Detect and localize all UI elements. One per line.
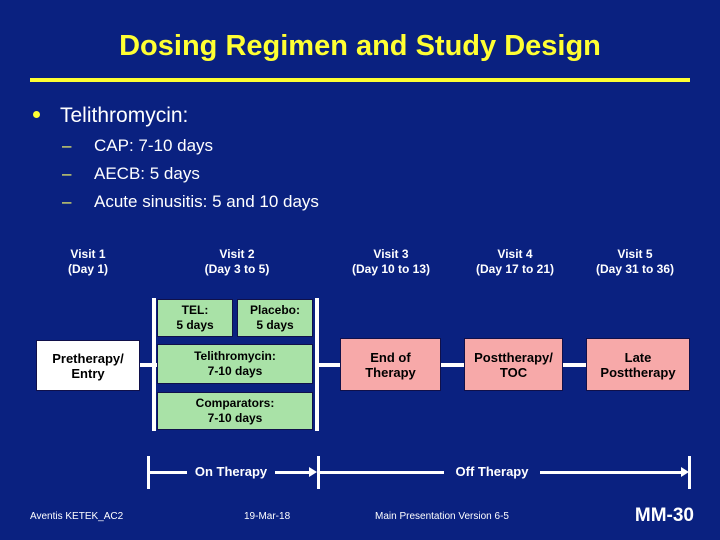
- visit-name: Visit 3: [373, 247, 409, 261]
- axis-arrow-on-therapy-icon: [309, 467, 317, 477]
- visit-header-4: Visit 4 (Day 17 to 21): [458, 247, 572, 277]
- visit-header-5: Visit 5 (Day 31 to 36): [578, 247, 692, 277]
- bullet-level2-aecb: – AECB: 5 days: [0, 161, 720, 189]
- box-line-2: Therapy: [365, 364, 416, 380]
- bullet-dot-icon: [33, 111, 40, 118]
- dash-icon: –: [62, 136, 72, 155]
- visit-day: (Day 3 to 5): [204, 262, 270, 276]
- visit-name: Visit 4: [497, 247, 533, 261]
- bullet-level2-sinusitis: – Acute sinusitis: 5 and 10 days: [0, 189, 720, 217]
- box-line-1: Late: [624, 349, 652, 365]
- bullet-level1-label: Telithromycin:: [60, 104, 189, 127]
- box-late-posttherapy[interactable]: Late Posttherapy: [586, 338, 690, 391]
- box-placebo-5-days[interactable]: Placebo: 5 days: [237, 299, 313, 337]
- visit-name: Visit 2: [219, 247, 255, 261]
- visit-day: (Day 1): [67, 262, 108, 276]
- box-line-1: Pretherapy/: [52, 350, 124, 366]
- axis-line-on-right: [275, 471, 311, 474]
- box-line-2: Entry: [71, 365, 105, 381]
- box-line-1: Telithromycin:: [194, 349, 276, 363]
- bullet-level2-label: Acute sinusitis: 5 and 10 days: [94, 192, 319, 211]
- visit-name: Visit 5: [617, 247, 653, 261]
- box-comparators-7-10-days[interactable]: Comparators: 7-10 days: [157, 392, 313, 430]
- footer-center: Main Presentation Version 6-5: [375, 511, 509, 522]
- bullet-level1: Telithromycin:: [0, 103, 720, 133]
- visit-day: (Day 10 to 13): [351, 262, 431, 276]
- box-line-1: TEL:: [181, 303, 209, 317]
- axis-tick-end: [688, 456, 691, 489]
- connector-treatment-to-eot: [315, 363, 342, 367]
- dash-icon: –: [62, 164, 72, 183]
- axis-arrow-off-therapy-icon: [681, 467, 689, 477]
- footer-page-number: MM-30: [634, 505, 694, 526]
- box-telithromycin-7-10-days[interactable]: Telithromycin: 7-10 days: [157, 344, 313, 384]
- box-line-2: 7-10 days: [207, 411, 263, 425]
- title-divider: [30, 78, 690, 82]
- connector-posttherapy-to-late: [562, 363, 588, 367]
- axis-tick-start: [147, 456, 150, 489]
- visit-day: (Day 17 to 21): [475, 262, 555, 276]
- footer-date: 19-Mar-18: [244, 511, 291, 522]
- box-line-2: TOC: [499, 364, 528, 380]
- visit-header-1: Visit 1 (Day 1): [36, 247, 140, 277]
- box-line-1: Comparators:: [195, 396, 275, 410]
- page-title: Dosing Regimen and Study Design: [119, 30, 601, 62]
- axis-label-off-therapy: Off Therapy: [455, 464, 529, 479]
- box-line-1: Posttherapy/: [474, 349, 553, 365]
- dash-icon: –: [62, 192, 72, 211]
- box-tel-5-days[interactable]: TEL: 5 days: [157, 299, 233, 337]
- bullet-level2-label: AECB: 5 days: [94, 164, 200, 183]
- connector-entry-to-treatment: [140, 363, 162, 367]
- box-line-2: 5 days: [176, 318, 214, 332]
- box-line-2: 7-10 days: [207, 364, 263, 378]
- box-posttherapy-toc[interactable]: Posttherapy/ TOC: [464, 338, 563, 391]
- connector-eot-to-posttherapy: [440, 363, 465, 367]
- visit-header-3: Visit 3 (Day 10 to 13): [334, 247, 448, 277]
- bullet-level2-cap: – CAP: 7-10 days: [0, 133, 720, 161]
- bullet-list: Telithromycin: – CAP: 7-10 days – AECB: …: [0, 103, 720, 217]
- visit-day: (Day 31 to 36): [595, 262, 675, 276]
- box-line-1: End of: [370, 349, 411, 365]
- axis-line-on-left: [149, 471, 187, 474]
- box-pretherapy-entry[interactable]: Pretherapy/ Entry: [36, 340, 140, 391]
- box-line-1: Placebo:: [249, 303, 300, 317]
- visit-header-2: Visit 2 (Day 3 to 5): [157, 247, 317, 277]
- axis-line-off-right: [540, 471, 682, 474]
- footer-left: Aventis KETEK_AC2: [30, 511, 124, 522]
- axis-line-off-left: [320, 471, 444, 474]
- axis-tick-middle: [317, 456, 320, 489]
- axis-label-on-therapy: On Therapy: [194, 464, 268, 479]
- visit-name: Visit 1: [70, 247, 106, 261]
- box-line-2: 5 days: [256, 318, 294, 332]
- box-end-of-therapy[interactable]: End of Therapy: [340, 338, 441, 391]
- connector-treatment-left-bracket: [152, 298, 156, 431]
- bullet-level2-label: CAP: 7-10 days: [94, 136, 214, 155]
- box-line-2: Posttherapy: [600, 364, 676, 380]
